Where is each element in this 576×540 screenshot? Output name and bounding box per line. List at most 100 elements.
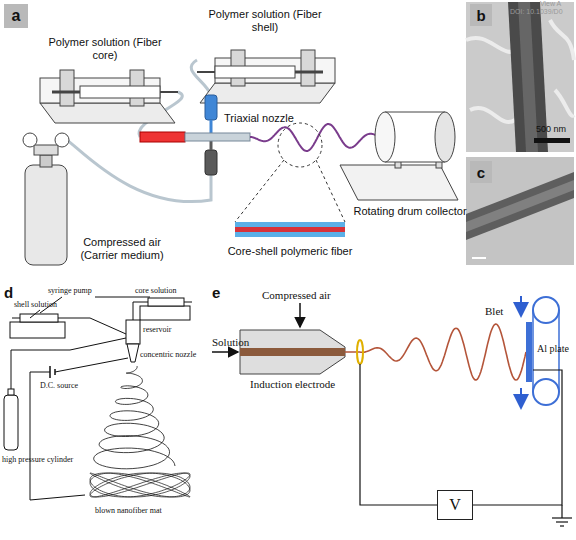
scale-bar-label: 500 nm	[528, 124, 574, 134]
watermark: DOI: 10.1039/D0	[510, 8, 576, 16]
setup-sketch	[126, 320, 140, 344]
fiber-jet	[250, 124, 385, 151]
fiber-jet	[345, 324, 526, 380]
setup-sketch	[55, 358, 128, 372]
panel-letter: d	[4, 284, 24, 301]
tem-image	[466, 2, 574, 152]
component-label: reservoir	[143, 325, 198, 334]
panel-letter-box: b	[470, 4, 492, 26]
setup-sketch	[30, 372, 85, 500]
tem-image	[472, 257, 486, 259]
core-shell-fiber	[235, 222, 345, 237]
syringe-pump	[80, 86, 160, 98]
syringe-pump	[295, 71, 323, 74]
component-label: Compressed air	[262, 289, 362, 302]
gas-cylinder	[25, 165, 67, 265]
tem-image	[466, 157, 574, 265]
setup-sketch	[8, 389, 14, 395]
belt-collector	[533, 297, 559, 323]
blowing-nozzle	[212, 303, 345, 374]
circuit-wire	[561, 505, 562, 518]
zoom-callout	[278, 123, 322, 167]
tem-image	[555, 90, 574, 116]
watermark: View A	[540, 0, 576, 8]
zoom-callout	[235, 123, 345, 222]
drum-collector	[385, 162, 445, 163]
gas-cylinder	[34, 145, 58, 155]
node-text: a	[12, 8, 21, 24]
tem-image	[470, 108, 515, 122]
triaxial-nozzle	[140, 132, 250, 142]
component-label: high pressure cylinder	[2, 455, 102, 464]
component-label: Al plate	[537, 343, 576, 355]
setup-sketch	[148, 298, 184, 306]
blowing-nozzle	[299, 303, 301, 327]
setup-sketch	[12, 318, 20, 319]
triaxial-nozzle	[185, 133, 250, 141]
circuit-wire	[556, 521, 568, 522]
setup-sketch	[30, 310, 40, 318]
blowing-nozzle	[212, 351, 238, 353]
nanofiber-mat	[90, 473, 190, 497]
circuit-wire	[552, 517, 572, 518]
component-label: Blet	[485, 305, 515, 318]
belt-collector	[532, 310, 534, 392]
feed-tubes	[60, 137, 211, 201]
drum-collector	[340, 165, 458, 200]
blowing-nozzle	[240, 330, 345, 374]
tem-image	[534, 138, 570, 143]
component-label: core solution	[135, 286, 205, 295]
syringe-pump	[197, 50, 335, 103]
component-label: Compressed air (Carrier medium)	[72, 236, 172, 261]
feed-tubes	[191, 60, 211, 95]
setup-sketch	[20, 314, 58, 322]
gas-cylinder	[23, 133, 69, 265]
component-label: Core-shell polymeric fiber	[215, 245, 365, 258]
drum-collector	[375, 112, 395, 162]
gas-cylinder	[23, 133, 37, 147]
gas-cylinder	[40, 155, 52, 167]
triaxial-nozzle	[140, 132, 185, 142]
setup-sketch	[184, 302, 192, 303]
setup-sketch	[95, 297, 150, 298]
zoom-callout	[235, 160, 284, 222]
node-text: b	[476, 8, 485, 23]
core-shell-fiber	[235, 232, 345, 237]
component-label: blown nanofiber mat	[95, 506, 195, 515]
syringe-pump	[40, 70, 178, 123]
component-label: concentric nozzle	[140, 350, 210, 359]
belt-collector	[533, 379, 559, 405]
panel-letter: e	[212, 284, 232, 301]
node-text: c	[477, 165, 485, 180]
tem-image	[518, 2, 538, 152]
reservoir	[205, 150, 217, 175]
syringe-pump	[60, 70, 74, 106]
component-label: Polymer solution (Fiber core)	[45, 36, 165, 61]
setup-sketch	[10, 322, 65, 338]
reservoir	[210, 141, 213, 150]
core-shell-fiber	[235, 222, 345, 227]
drum-collector	[340, 112, 458, 200]
component-label: shell solution	[14, 300, 84, 309]
component-label: Polymer solution (Fiber shell)	[195, 8, 335, 33]
tem-image	[550, 20, 574, 60]
zoom-callout	[316, 160, 345, 222]
belt-collector	[526, 322, 532, 382]
setup-sketch	[140, 306, 190, 320]
setup-sketch	[58, 318, 126, 334]
syringe-pump	[301, 50, 315, 86]
drum-collector	[435, 112, 455, 162]
setup-sketch	[127, 344, 139, 362]
reservoir	[210, 120, 213, 133]
circuit-wire	[473, 370, 562, 505]
component-label: D.C. source	[40, 381, 100, 390]
belt-collector	[520, 296, 522, 316]
syringe-pump	[197, 71, 215, 73]
belt-collector	[520, 388, 522, 408]
component-label: Induction electrode	[250, 378, 360, 391]
component-label: Rotating drum collector	[340, 205, 480, 218]
circuit-wire	[560, 525, 564, 526]
setup-sketch	[4, 395, 18, 450]
